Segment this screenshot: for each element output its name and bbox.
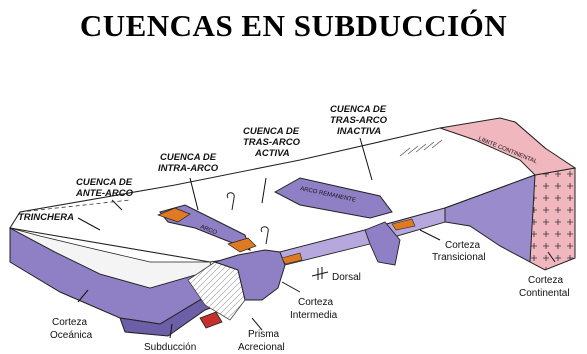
label-corteza-transicional-2: Transicional xyxy=(432,252,486,263)
label-tras-arco-activa-1: CUENCA DE xyxy=(243,126,300,137)
label-ante-arco-1: CUENCA DE xyxy=(76,177,133,188)
label-corteza-continental-2: Continental xyxy=(519,288,570,299)
dorsal-symbol xyxy=(311,267,329,280)
label-prisma-acrecional-2: Acrecional xyxy=(238,342,285,353)
label-corteza-transicional-1: Corteza xyxy=(445,240,480,251)
slope-hatching xyxy=(399,139,443,157)
label-corteza-continental-1: Corteza xyxy=(528,275,563,286)
label-corteza-oceanica-1: Corteza xyxy=(52,317,87,328)
label-dorsal: Dorsal xyxy=(332,272,361,283)
trench-outline xyxy=(19,199,131,213)
backarc-sediment xyxy=(281,252,303,265)
label-intra-arco-2: INTRA-ARCO xyxy=(158,163,219,174)
intermediate-crust xyxy=(213,249,286,301)
label-prisma-acrecional-1: Prisma xyxy=(248,329,280,340)
slab-red-tip xyxy=(199,311,223,329)
forearc-sediment xyxy=(157,207,191,223)
label-tras-arco-inactiva-2: TRAS-ARCO xyxy=(330,115,388,126)
label-ante-arco-2: ANTE-ARCO xyxy=(75,188,134,199)
label-tras-arco-inactiva-3: INACTIVA xyxy=(337,126,381,137)
label-corteza-intermedia-2: Intermedia xyxy=(290,310,338,321)
label-trinchera: TRINCHERA xyxy=(18,212,74,223)
continental-top xyxy=(439,117,577,176)
volcano-plume-1 xyxy=(226,192,235,211)
intra-arc-sediment xyxy=(227,237,257,253)
label-tras-arco-activa-3: ACTIVA xyxy=(254,148,290,159)
label-corteza-oceanica-2: Oceánica xyxy=(50,330,93,341)
label-tras-arco-activa-2: TRAS-ARCO xyxy=(243,137,301,148)
remnant-arc-ridge xyxy=(273,177,393,219)
label-intra-arco-1: CUENCA DE xyxy=(160,152,217,163)
leader-lines xyxy=(77,137,556,339)
label-subduccion: Subducción xyxy=(144,342,196,353)
volcano-plume-2 xyxy=(260,226,269,245)
continental-crust-front xyxy=(529,167,576,271)
page-title: CUENCAS EN SUBDUCCIÓN xyxy=(79,8,508,43)
label-tras-arco-inactiva-1: CUENCA DE xyxy=(330,104,387,115)
transitional-crust xyxy=(364,221,401,266)
inactive-backarc-sediment xyxy=(391,218,416,231)
label-corteza-intermedia-1: Corteza xyxy=(298,297,333,308)
